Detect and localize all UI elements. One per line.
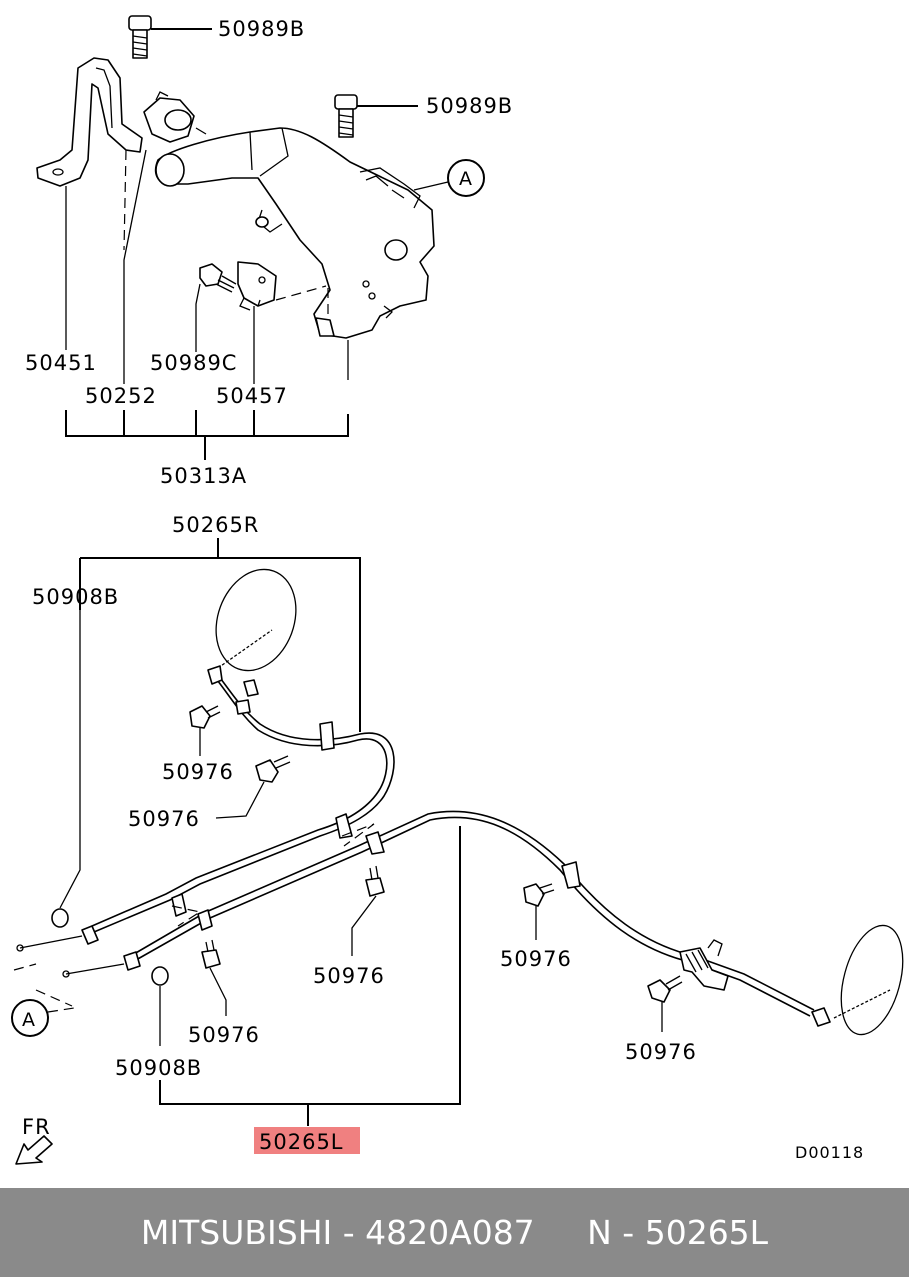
label-50989b-mid: 50989B	[426, 94, 513, 118]
label-50313a: 50313A	[160, 464, 247, 488]
callout-a-top	[413, 159, 485, 197]
parking-brake-cable-assembly	[11, 538, 904, 1165]
label-50976-b: 50976	[128, 807, 200, 831]
brake-lever-body	[154, 127, 435, 339]
bolt-50989b-mid	[334, 94, 358, 138]
bolt-50976-d	[365, 865, 385, 897]
label-50265r: 50265R	[172, 513, 259, 537]
label-50976-f: 50976	[625, 1040, 697, 1064]
callout-a-top-label: A	[459, 168, 473, 190]
washer-50908b-bottom	[151, 966, 169, 986]
bolt-50976-c	[201, 939, 221, 969]
front-direction-arrow-icon	[15, 1135, 53, 1165]
footer-text: MITSUBISHI - 4820A087 N - 50265L	[140, 1213, 769, 1252]
highlight-50265l	[254, 1127, 360, 1154]
bolt-50989b-top	[128, 15, 152, 59]
detail-ellipse-top	[215, 568, 297, 672]
label-50976-c: 50976	[188, 1023, 260, 1047]
parking-brake-lever-assembly	[36, 15, 485, 460]
label-50989b-top: 50989B	[218, 17, 305, 41]
label-50976-a: 50976	[162, 760, 234, 784]
drawing-code: D00118	[795, 1143, 864, 1162]
label-50989c: 50989C	[150, 351, 237, 375]
parts-diagram: 50989B 50989B A 50451 50989C 50252 50457…	[11, 15, 904, 1165]
detail-ellipse-right	[840, 924, 904, 1036]
bolt-50976-e	[523, 883, 555, 907]
bolt-50976-f	[647, 975, 683, 1003]
callout-a-bottom	[11, 963, 75, 1037]
label-50908b-bottom: 50908B	[115, 1056, 202, 1080]
bushing-50252	[143, 91, 195, 143]
switch-50457	[237, 261, 277, 311]
part-info-footer: MITSUBISHI - 4820A087 N - 50265L	[0, 1188, 909, 1277]
label-50451: 50451	[25, 351, 97, 375]
callout-a-bottom-label: A	[22, 1009, 36, 1031]
bolt-50989c	[199, 263, 237, 293]
bracket-50451	[36, 57, 143, 187]
label-fr: FR	[22, 1115, 51, 1139]
label-50908b-top: 50908B	[32, 585, 119, 609]
bolt-50976-a	[189, 705, 221, 729]
label-50457: 50457	[216, 384, 288, 408]
label-50976-d: 50976	[313, 964, 385, 988]
label-50252: 50252	[85, 384, 157, 408]
bolt-50976-b	[255, 755, 291, 783]
label-50976-e: 50976	[500, 947, 572, 971]
washer-50908b-top	[51, 908, 69, 928]
label-50265l: 50265L	[259, 1130, 344, 1154]
